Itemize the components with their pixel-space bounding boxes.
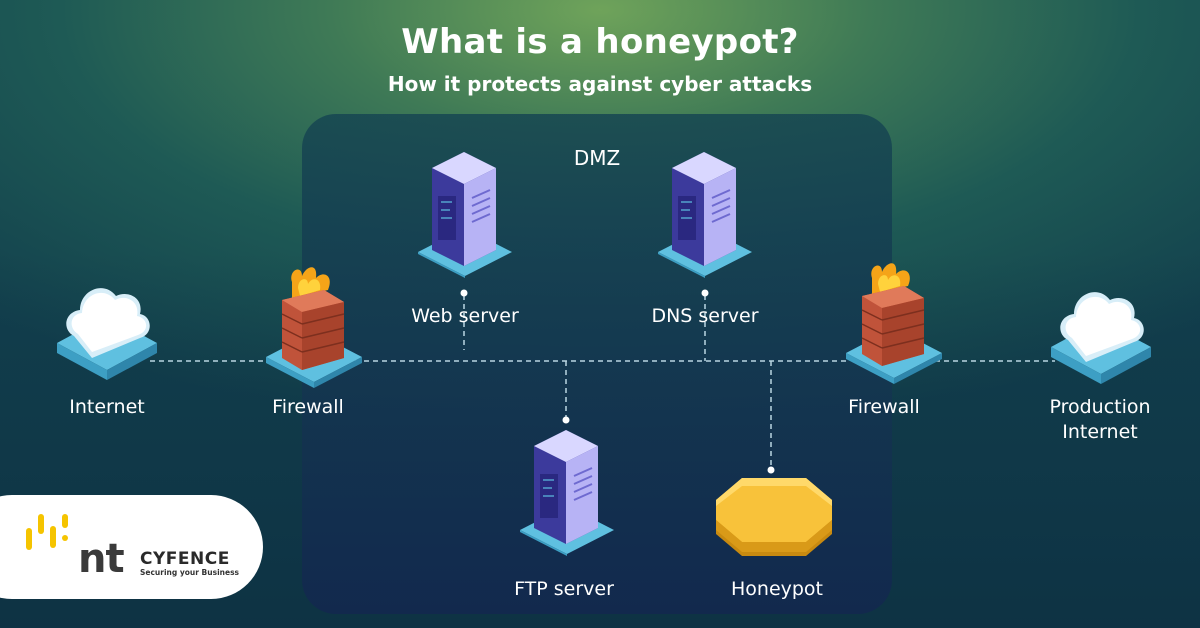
label-production-line1: Production [1049, 396, 1151, 418]
firewall-icon [846, 263, 942, 384]
logo-card [0, 495, 263, 599]
page-subtitle: How it protects against cyber attacks [387, 72, 813, 96]
logo-mark-icon [26, 514, 68, 550]
server-icon [658, 152, 752, 278]
label-production: Production Internet [1030, 395, 1170, 445]
server-icon [520, 430, 614, 556]
honeypot-icon [716, 478, 832, 556]
label-ftp-server: FTP server [514, 578, 614, 600]
label-internet: Internet [69, 396, 145, 418]
label-production-line2: Internet [1062, 421, 1138, 443]
link-dot [701, 289, 709, 297]
firewall-icon [266, 267, 362, 388]
link-dot [767, 466, 775, 474]
label-dns-server: DNS server [651, 305, 759, 327]
logo-tagline: Securing your Business [140, 568, 239, 577]
cloud-icon [1051, 292, 1151, 384]
label-firewall-left: Firewall [272, 396, 344, 418]
label-firewall-right: Firewall [848, 396, 920, 418]
dmz-label: DMZ [573, 146, 621, 170]
link-dot [460, 289, 468, 297]
server-icon [418, 152, 512, 278]
logo-brand: CYFENCE [140, 549, 230, 569]
label-web-server: Web server [411, 305, 519, 327]
logo-mark: nt [78, 536, 125, 582]
link-dot [562, 416, 570, 424]
cloud-icon [57, 288, 157, 380]
label-honeypot: Honeypot [730, 578, 824, 600]
page-title: What is a honeypot? [401, 22, 799, 62]
